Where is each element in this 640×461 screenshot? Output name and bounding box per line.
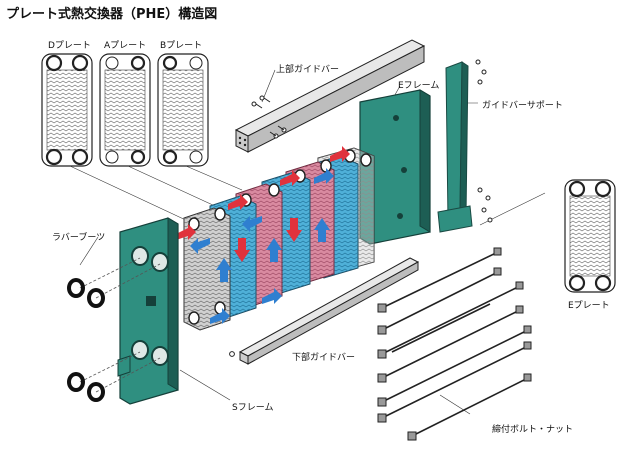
- stack-plate-gray-1: [183, 207, 231, 331]
- s-frame: [117, 217, 179, 405]
- a-plate: [99, 53, 151, 167]
- label-a-plate: Aプレート: [104, 41, 147, 51]
- lower-guide-bar: [229, 257, 420, 365]
- guide-bar-support: [437, 59, 493, 233]
- tightening-bolts: [377, 247, 532, 441]
- plate-stack: [183, 147, 375, 331]
- label-s-frame: Sフレーム: [232, 403, 274, 413]
- label-guide-bar-support: ガイドバーサポート: [482, 101, 563, 111]
- e-plate: [564, 179, 616, 293]
- d-plate: [41, 53, 93, 167]
- diagram-title: プレート式熱交換器（PHE）構造図: [6, 7, 218, 22]
- rubber-boots: [67, 257, 161, 402]
- upper-guide-bar: [234, 39, 426, 153]
- label-upper-guide-bar: 上部ガイドバー: [276, 65, 340, 75]
- label-lower-guide-bar: 下部ガイドバー: [292, 353, 356, 363]
- label-b-plate: Bプレート: [160, 41, 203, 51]
- label-tightening-bolt-nut: 締付ボルト・ナット: [492, 425, 574, 435]
- flow-arrows: [176, 146, 350, 324]
- label-e-plate: Eプレート: [568, 301, 610, 311]
- b-plate: [157, 53, 209, 167]
- label-rubber-boot: ラバーブーツ: [52, 233, 106, 243]
- leader-lines: [69, 69, 546, 415]
- label-e-frame: Eフレーム: [398, 81, 440, 91]
- label-d-plate: Dプレート: [48, 41, 91, 51]
